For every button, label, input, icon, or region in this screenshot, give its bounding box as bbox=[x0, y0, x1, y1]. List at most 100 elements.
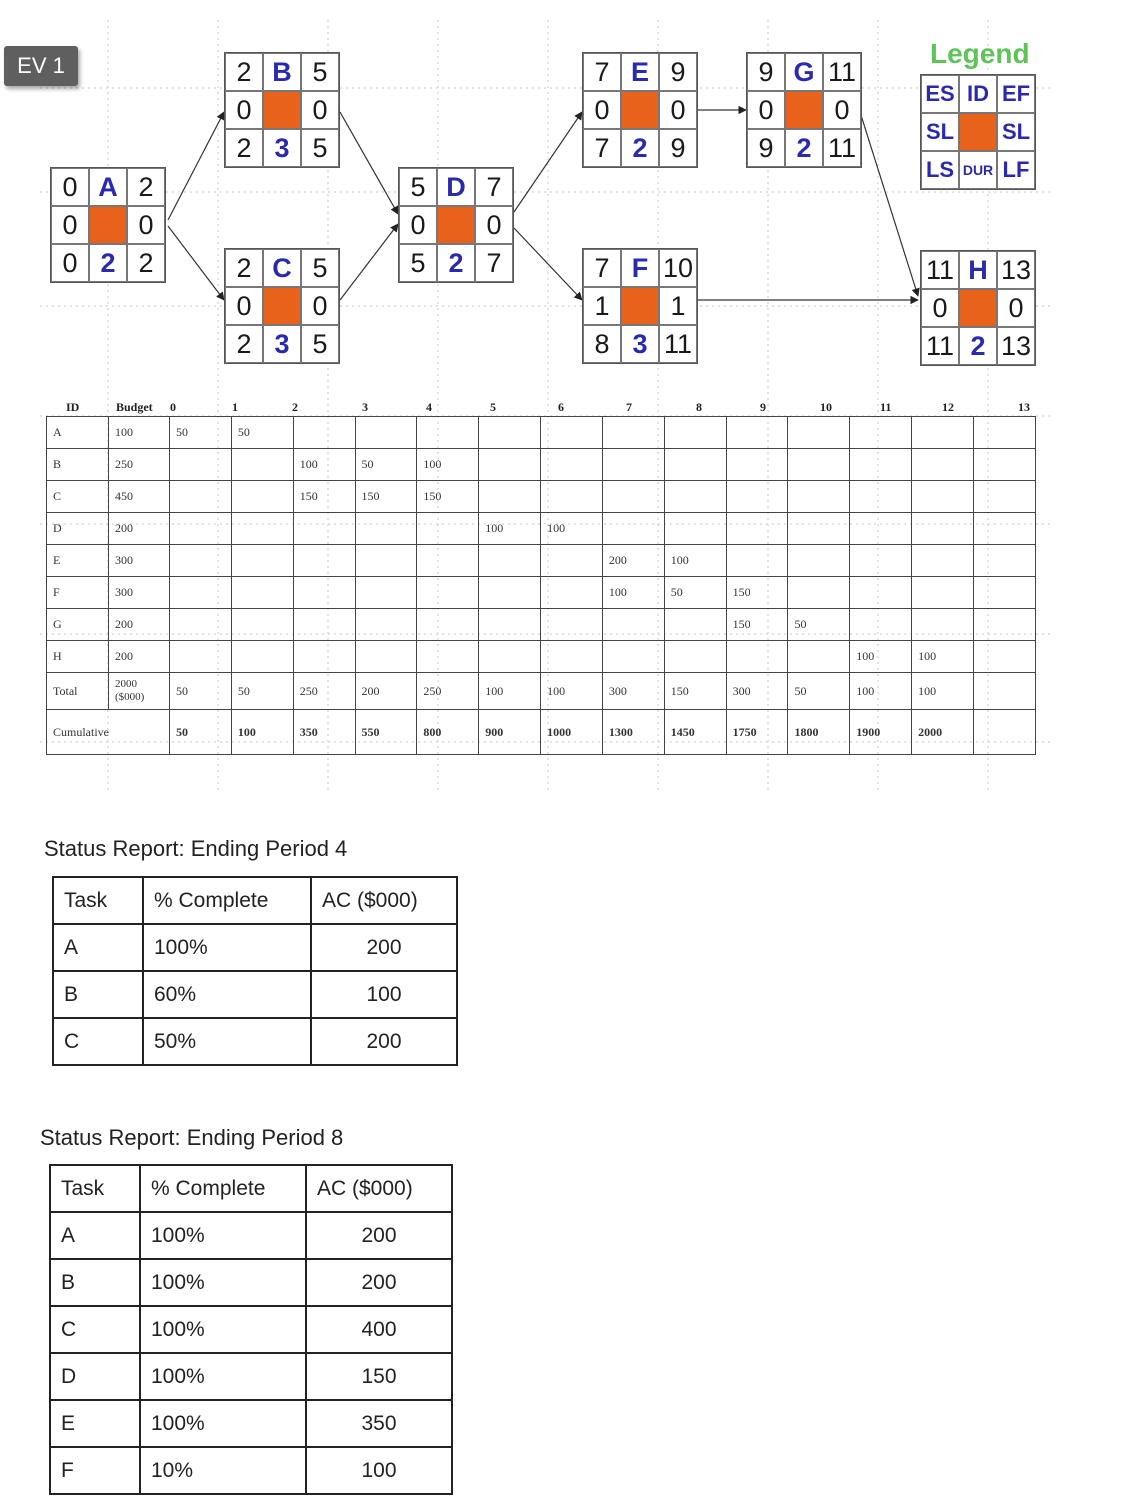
row-total-period-1: 50 bbox=[230, 672, 294, 710]
node-e-ef: 9 bbox=[659, 53, 697, 91]
row-e-period-0 bbox=[169, 544, 232, 577]
row-g-period-0 bbox=[169, 608, 232, 641]
row-cumulative-period-13 bbox=[972, 709, 1037, 755]
row-e-period-1 bbox=[230, 544, 294, 577]
arrow-b-d bbox=[339, 111, 399, 215]
row-a-period-4 bbox=[416, 416, 480, 449]
row-h-period-3 bbox=[354, 640, 418, 673]
row-c-period-12 bbox=[911, 480, 974, 513]
status-task: E bbox=[49, 1399, 141, 1448]
period-7: 7 bbox=[626, 400, 632, 414]
node-g-es: 9 bbox=[747, 53, 785, 91]
node-b-sl-left: 0 bbox=[225, 91, 263, 129]
row-f-budget: 300 bbox=[108, 576, 170, 609]
row-g-label: G bbox=[46, 608, 109, 641]
row-a-period-3 bbox=[354, 416, 418, 449]
row-d-period-8 bbox=[663, 512, 727, 545]
node-h-fill bbox=[959, 289, 997, 327]
row-e-period-13 bbox=[972, 544, 1037, 577]
node-e-id: E bbox=[621, 53, 659, 91]
row-a-period-6 bbox=[540, 416, 603, 449]
node-e-sl-left: 0 bbox=[583, 91, 621, 129]
row-g-period-11 bbox=[849, 608, 913, 641]
row-b-period-13 bbox=[972, 448, 1037, 481]
node-a-ls: 0 bbox=[51, 244, 89, 282]
node-f-sl-left: 1 bbox=[583, 287, 621, 325]
arrow-d-e bbox=[513, 111, 583, 213]
row-c-period-7 bbox=[601, 480, 665, 513]
arrow-a-b bbox=[167, 111, 225, 221]
row-g-period-1 bbox=[230, 608, 294, 641]
status-percent-complete: 50% bbox=[142, 1017, 312, 1066]
node-h-sl-left: 0 bbox=[921, 289, 959, 327]
row-c-period-8 bbox=[663, 480, 727, 513]
node-e-ls: 7 bbox=[583, 129, 621, 167]
node-f-fill bbox=[621, 287, 659, 325]
node-b-sl-right: 0 bbox=[301, 91, 339, 129]
legend-es: ES bbox=[921, 75, 959, 113]
row-cumulative-period-8: 1450 bbox=[663, 709, 727, 755]
status-header-1: % Complete bbox=[139, 1164, 307, 1213]
legend-sl-right: SL bbox=[997, 113, 1035, 151]
node-e-dur: 2 bbox=[621, 129, 659, 167]
row-f-period-9: 150 bbox=[725, 576, 789, 609]
row-cumulative-period-4: 800 bbox=[416, 709, 480, 755]
status-task: C bbox=[52, 1017, 144, 1066]
legend-sl-left: SL bbox=[921, 113, 959, 151]
row-g-budget: 200 bbox=[108, 608, 170, 641]
row-d-period-12 bbox=[911, 512, 974, 545]
node-g-sl-left: 0 bbox=[747, 91, 785, 129]
node-b-ls: 2 bbox=[225, 129, 263, 167]
node-d-ef: 7 bbox=[475, 168, 513, 206]
row-h-period-13 bbox=[972, 640, 1037, 673]
row-a-period-10 bbox=[787, 416, 851, 449]
node-h-ef: 13 bbox=[997, 251, 1035, 289]
status-header-1: % Complete bbox=[142, 876, 312, 925]
row-d-period-0 bbox=[169, 512, 232, 545]
node-c-fill bbox=[263, 287, 301, 325]
period-4: 4 bbox=[426, 400, 432, 414]
status-report-1-title: Status Report: Ending Period 4 bbox=[44, 836, 348, 861]
row-b-period-10 bbox=[787, 448, 851, 481]
node-g-ef: 11 bbox=[823, 53, 861, 91]
header-budget: Budget bbox=[116, 400, 153, 414]
row-g-period-9: 150 bbox=[725, 608, 789, 641]
row-total-period-9: 300 bbox=[725, 672, 789, 710]
node-a: 0 A 2 0 0 0 2 2 bbox=[50, 167, 166, 283]
node-a-sl-right: 0 bbox=[127, 206, 165, 244]
status-task: C bbox=[49, 1305, 141, 1354]
row-e-period-7: 200 bbox=[601, 544, 665, 577]
row-d-period-9 bbox=[725, 512, 789, 545]
status-task: A bbox=[52, 923, 144, 972]
status-actual-cost: 200 bbox=[305, 1258, 453, 1307]
status-actual-cost: 200 bbox=[310, 1017, 458, 1066]
row-c-period-9 bbox=[725, 480, 789, 513]
node-c: 2 C 5 0 0 2 3 5 bbox=[224, 248, 340, 364]
node-g-fill bbox=[785, 91, 823, 129]
node-f-sl-right: 1 bbox=[659, 287, 697, 325]
node-a-id: A bbox=[89, 168, 127, 206]
row-a-period-11 bbox=[849, 416, 913, 449]
legend-dur: DUR bbox=[959, 151, 997, 189]
node-g-id: G bbox=[785, 53, 823, 91]
node-d-sl-right: 0 bbox=[475, 206, 513, 244]
status-task: D bbox=[49, 1352, 141, 1401]
legend-box: ES ID EF SL SL LS DUR LF bbox=[920, 74, 1036, 190]
total-budget-value: 2000 bbox=[115, 678, 137, 690]
row-f-period-11 bbox=[849, 576, 913, 609]
row-h-period-11: 100 bbox=[849, 640, 913, 673]
node-g-sl-right: 0 bbox=[823, 91, 861, 129]
row-b-period-5 bbox=[478, 448, 542, 481]
row-e-period-4 bbox=[416, 544, 480, 577]
status-percent-complete: 60% bbox=[142, 970, 312, 1019]
row-b-period-0 bbox=[169, 448, 232, 481]
row-g-period-4 bbox=[416, 608, 480, 641]
status-actual-cost: 150 bbox=[305, 1352, 453, 1401]
status-header-0: Task bbox=[52, 876, 144, 925]
row-total-period-11: 100 bbox=[849, 672, 913, 710]
